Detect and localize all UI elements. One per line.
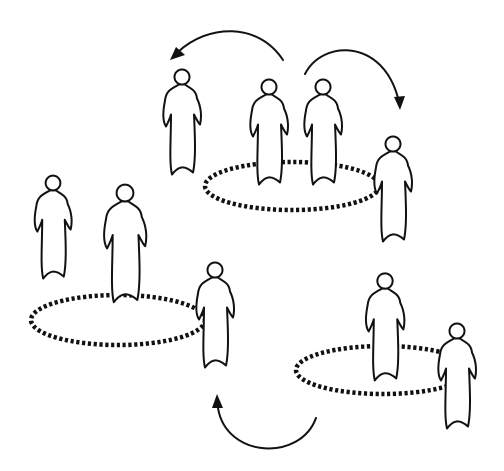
top-group-person-outside-right	[373, 135, 413, 243]
right-group-person-outside-right-head	[448, 322, 466, 340]
left-group-person-inside-1	[103, 183, 148, 304]
top-group-person-inside-1-head	[260, 78, 278, 96]
right-group-person-inside-body	[364, 287, 406, 382]
top-group-person-outside-right-body	[373, 150, 413, 243]
top-right-arrow	[304, 49, 405, 110]
left-group-person-outside-right	[195, 261, 235, 369]
right-group-person-outside-right-body	[437, 337, 477, 430]
top-group-person-outside-right-head	[384, 135, 402, 153]
left-group-person-outside-left	[33, 174, 73, 280]
left-group-person-inside-1-head	[115, 183, 135, 203]
top-group-ring	[202, 159, 382, 213]
bottom-arrow	[212, 394, 317, 450]
top-group-person-inside-2-body	[303, 93, 343, 186]
left-group-person-outside-right-head	[206, 261, 224, 279]
top-group-person-inside-1	[249, 78, 289, 186]
left-group-person-outside-left-body	[33, 189, 73, 280]
left-group-person-outside-left-head	[44, 174, 62, 192]
top-group-person-outside-left-head	[173, 68, 191, 86]
top-group-person-inside-2-head	[314, 78, 332, 96]
left-group-person-outside-right-body	[195, 276, 235, 369]
right-group-person-inside-head	[376, 272, 394, 290]
top-group-person-outside-left	[162, 68, 202, 176]
left-group-person-inside-1-body	[103, 200, 148, 304]
right-group-person-inside	[364, 272, 406, 382]
top-group-person-inside-1-body	[249, 93, 289, 186]
left-group-ring	[28, 292, 208, 348]
right-group-person-outside-right	[437, 322, 477, 430]
top-group-person-inside-2	[303, 78, 343, 186]
people-layer	[33, 68, 477, 430]
top-group-person-outside-left-body	[162, 83, 202, 176]
top-left-arrow	[170, 30, 284, 61]
